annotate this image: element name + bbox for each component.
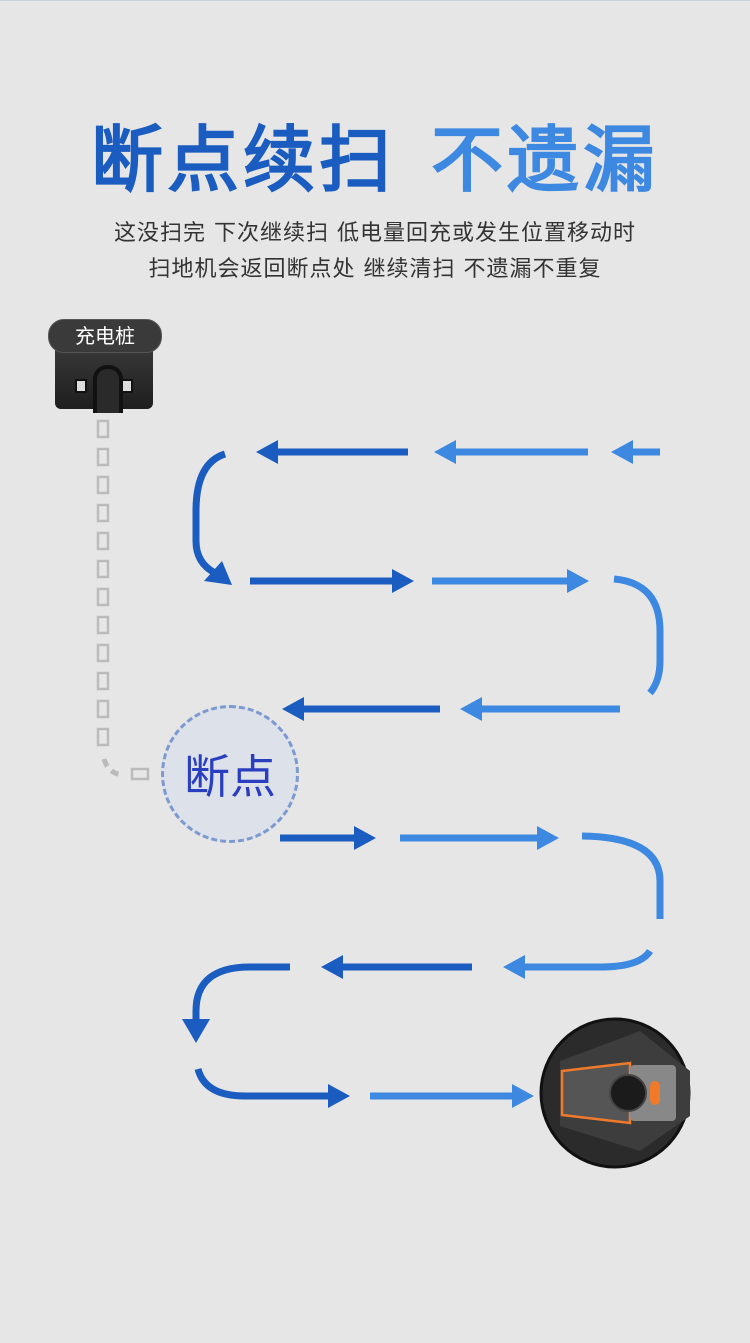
arrow-left-icon <box>282 697 304 721</box>
dock-path-dash <box>96 643 110 663</box>
dock-path-dash <box>96 587 110 607</box>
page-title: 断点续扫不遗漏 <box>0 101 750 206</box>
arrow-left-icon <box>434 440 456 464</box>
dock-path-dash <box>96 559 110 579</box>
title-part2: 不遗漏 <box>431 118 660 202</box>
arrow-turn-icon <box>204 561 232 585</box>
dock-pin-icon <box>75 379 87 393</box>
dock-body-icon <box>55 343 153 413</box>
breakpoint-label: 断点 <box>184 750 276 804</box>
arrow-right-icon <box>392 569 414 593</box>
arrow-left-icon <box>503 955 525 979</box>
arrow-left-icon <box>460 697 482 721</box>
dock-label: 充电桩 <box>48 319 162 353</box>
path-turn <box>520 948 653 971</box>
arrow-down-icon <box>182 1019 210 1043</box>
dock-path-dash <box>96 531 110 551</box>
arrow-right-icon <box>567 569 589 593</box>
path-turn <box>192 450 227 577</box>
dock-path-dash <box>96 615 110 635</box>
arrow-left-icon <box>256 440 278 464</box>
arrow-left-icon <box>611 440 633 464</box>
arrow-left-icon <box>321 955 343 979</box>
subtitle-line1: 这没扫完 下次继续扫 低电量回充或发生位置移动时 <box>114 221 636 246</box>
path-turn <box>613 575 664 696</box>
dock-arch-icon <box>93 365 123 413</box>
arrow-right-icon <box>537 826 559 850</box>
dock-pin-icon <box>121 379 133 393</box>
title-part1: 断点续扫 <box>90 118 395 202</box>
arrow-right-icon <box>328 1084 350 1108</box>
breakpoint-marker: 断点 <box>161 705 299 843</box>
arrow-right-icon <box>512 1084 534 1108</box>
dock-path-dash <box>96 671 110 691</box>
arrow-right-icon <box>354 826 376 850</box>
dock-path-dash <box>101 758 123 778</box>
dock-path-dash <box>96 699 110 719</box>
charging-dock: 充电桩 <box>48 319 162 413</box>
path-turn <box>194 1067 335 1100</box>
dock-path-dash <box>96 503 110 523</box>
dock-path-dash <box>96 447 110 467</box>
path-turn <box>581 832 664 919</box>
dock-path-dash <box>96 475 110 495</box>
subtitle-line2: 扫地机会返回断点处 继续清扫 不遗漏不重复 <box>148 257 602 282</box>
path-turn <box>192 963 290 1023</box>
dock-path-dash <box>96 727 110 747</box>
dock-path-dash <box>96 419 110 439</box>
dock-path-dash <box>130 767 150 781</box>
